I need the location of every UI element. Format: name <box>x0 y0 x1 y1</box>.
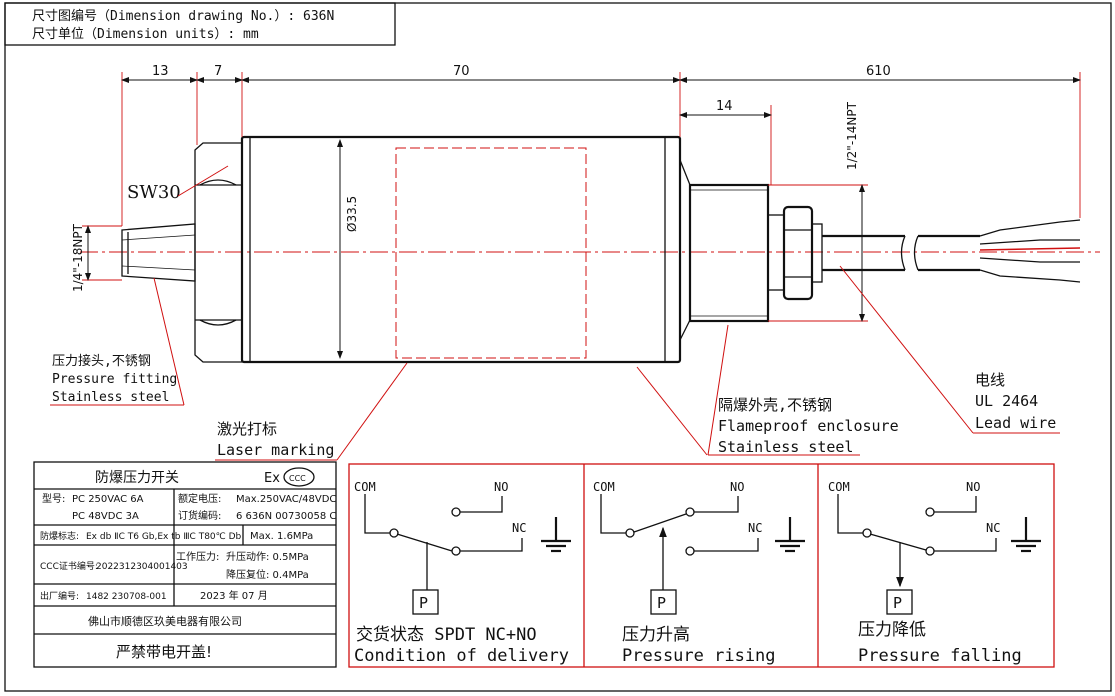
callout-enclosure-en: Flameproof enclosure <box>718 417 899 435</box>
work-fall: 降压复位: 0.4MPa <box>226 568 309 581</box>
p-label: P <box>893 594 902 612</box>
ccc-logo <box>283 467 315 487</box>
caption-en: Condition of delivery <box>354 646 569 666</box>
header-box: 尺寸图编号（Dimension drawing No.）: 636N 尺寸单位（… <box>4 2 396 46</box>
work-label: 工作压力: <box>176 550 219 563</box>
switch-panels: COM NO NC P 交货状态 SPDT NC+NO Condition of… <box>348 463 1055 668</box>
callouts: 压力接头,不锈钢 Pressure fitting Stainless stee… <box>50 265 1060 461</box>
dim-7: 7 <box>214 64 222 79</box>
switch-panel-rising: COM NO NC P 压力升高 Pressure rising <box>593 480 805 666</box>
nameplate: 防爆压力开关 Ex CCC 型号: PC 250VAC 6A PC 48VDC … <box>33 461 337 668</box>
nc-label: NC <box>512 521 526 535</box>
caption-cn: 交货状态 SPDT NC+NO <box>356 625 537 645</box>
dim-sw30: SW30 <box>127 182 181 203</box>
serial-value: 1482 230708-001 <box>86 592 167 602</box>
com-label: COM <box>593 480 615 494</box>
callout-fitting-en: Pressure fitting <box>52 372 177 387</box>
no-label: NO <box>494 480 508 494</box>
rated-value: Max.250VAC/48VDC <box>236 494 336 505</box>
dim-70: 70 <box>453 64 470 79</box>
switch-panel-delivery: COM NO NC P 交货状态 SPDT NC+NO Condition of… <box>354 480 571 666</box>
dim-npt-right: 1/2"-14NPT <box>845 101 859 170</box>
model-2: PC 48VDC 3A <box>72 511 139 522</box>
nc-label: NC <box>748 521 762 535</box>
drawing-border <box>4 2 1112 692</box>
callout-laser-en: Laser marking <box>217 441 334 459</box>
model-1: PC 250VAC 6A <box>72 494 144 505</box>
work-rise: 升压动作: 0.5MPa <box>226 551 309 563</box>
callout-laser-cn: 激光打标 <box>217 420 277 438</box>
dimension-units: 尺寸单位（Dimension units）: mm <box>32 27 259 42</box>
dim-npt-left: 1/4"-18NPT <box>71 223 85 292</box>
laser-marking-area <box>395 147 587 359</box>
dim-14: 14 <box>716 99 733 114</box>
model-label: 型号: <box>42 492 65 505</box>
ccc-cert-value: 2022312304001403 <box>96 562 188 572</box>
max-pressure: Max. 1.6MPa <box>250 531 313 542</box>
ccc-logo-text: CCC <box>289 474 306 483</box>
main-body <box>240 135 682 364</box>
callout-enclosure-material: Stainless steel <box>718 438 853 456</box>
callout-wire-ul: UL 2464 <box>975 392 1038 410</box>
com-label: COM <box>354 480 376 494</box>
ex-mark-value: Ex db ⅡC T6 Gb,Ex tb ⅢC T80℃ Db <box>86 532 242 542</box>
nameplate-title: 防爆压力开关 <box>95 470 179 486</box>
nameplate-ex: Ex <box>264 471 280 486</box>
switch-panel-falling: COM NO NC P 压力降低 Pressure falling <box>828 480 1041 666</box>
callout-fitting-cn: 压力接头,不锈钢 <box>52 353 151 369</box>
manufacture-date: 2023 年 07 月 <box>200 589 268 602</box>
caption-cn: 压力降低 <box>858 620 926 640</box>
ccc-cert-label: CCC证书编号: <box>40 560 98 572</box>
p-label: P <box>419 594 428 612</box>
caption-en: Pressure falling <box>858 646 1022 666</box>
nc-label: NC <box>986 521 1000 535</box>
ex-mark-label: 防爆标志: <box>40 530 79 542</box>
enclosure-neck <box>688 183 770 323</box>
drawing-number: 尺寸图编号（Dimension drawing No.）: 636N <box>32 9 334 24</box>
caption-cn: 压力升高 <box>622 625 690 645</box>
order-value: 6 636N 00730058 C <box>236 511 336 522</box>
dim-610: 610 <box>866 64 891 79</box>
callout-wire-cn: 电线 <box>975 371 1005 389</box>
no-label: NO <box>730 480 744 494</box>
part-outline <box>80 135 1100 364</box>
caption-en: Pressure rising <box>622 646 776 666</box>
company-name: 佛山市顺德区玖美电器有限公司 <box>88 614 242 628</box>
com-label: COM <box>828 480 850 494</box>
rated-label: 额定电压: <box>178 492 221 505</box>
callout-enclosure-cn: 隔爆外壳,不锈钢 <box>718 396 832 414</box>
callout-fitting-material: Stainless steel <box>52 390 169 405</box>
dim-13: 13 <box>152 64 169 79</box>
callout-wire-en: Lead wire <box>975 414 1056 432</box>
dim-diameter: Ø33.5 <box>345 196 359 232</box>
cable-gland <box>782 205 814 301</box>
serial-label: 出厂编号: <box>40 590 79 602</box>
order-label: 订货编码: <box>178 509 221 522</box>
dimensions: 13 7 70 610 14 Ø33.5 1/4"-18NPT 1/2"-14N… <box>71 64 1081 359</box>
warning-text: 严禁带电开盖! <box>116 643 212 661</box>
no-label: NO <box>966 480 980 494</box>
p-label: P <box>657 594 666 612</box>
